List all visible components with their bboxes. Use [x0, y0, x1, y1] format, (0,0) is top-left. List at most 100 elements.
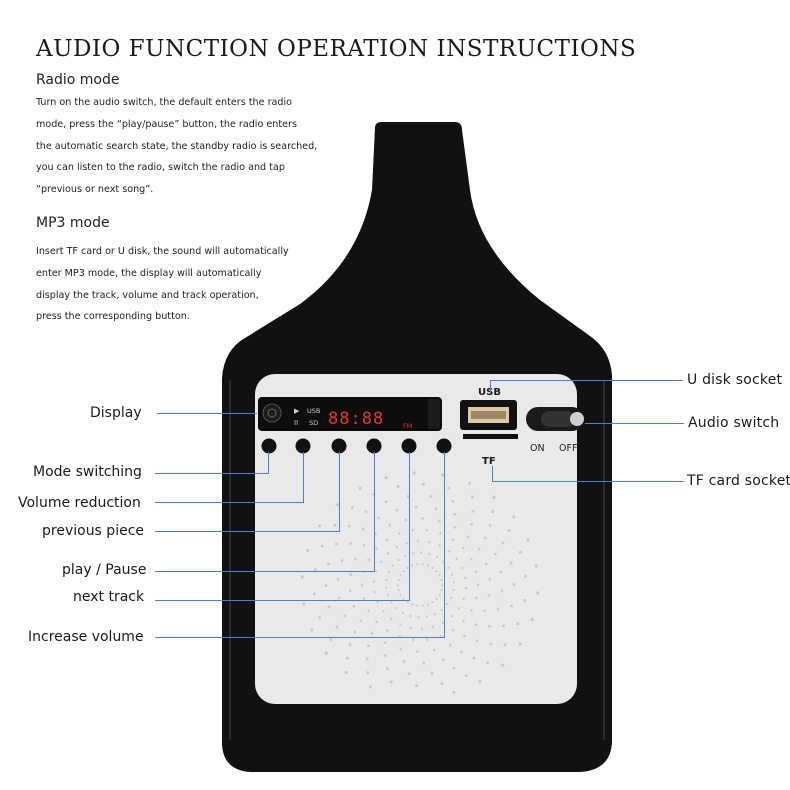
grille-hole: [502, 624, 505, 628]
grille-hole: [397, 578, 400, 582]
grille-hole: [440, 578, 443, 582]
grille-hole: [440, 608, 443, 612]
grille-hole: [435, 570, 438, 573]
grille-hole: [427, 540, 431, 544]
grille-hole: [476, 583, 480, 587]
leader-line-tf-v: [492, 466, 493, 482]
next-button: [401, 438, 417, 454]
volume-up-button: [436, 438, 452, 454]
grille-hole: [402, 660, 406, 663]
grille-hole: [447, 486, 451, 490]
grille-hole: [420, 551, 423, 554]
grille-hole: [391, 564, 394, 567]
grille-hole: [335, 542, 338, 546]
grille-hole: [477, 547, 481, 551]
leader-line-display: [157, 413, 257, 414]
grille-hole: [402, 570, 405, 573]
grille-hole: [462, 620, 465, 623]
grille-hole: [333, 523, 337, 527]
grille-hole: [526, 538, 530, 542]
grille-hole: [450, 596, 453, 599]
tf-label: TF: [482, 456, 496, 467]
grille-hole: [416, 540, 420, 543]
grille-hole: [450, 615, 454, 618]
lcd-pause-icon: II: [294, 419, 298, 427]
grille-hole: [524, 574, 528, 578]
grille-hole: [399, 623, 402, 626]
grille-hole: [358, 486, 362, 490]
grille-hole: [310, 628, 314, 632]
grille-hole: [440, 583, 444, 587]
grille-hole: [300, 575, 304, 579]
mp3-text-line: Insert TF card or U disk, the sound will…: [36, 246, 289, 257]
previous-button: [331, 438, 347, 454]
grille-hole: [405, 541, 409, 545]
grille-hole: [397, 558, 400, 562]
faceplate: [255, 374, 577, 704]
leader-line-vol-up-v: [444, 452, 445, 638]
grille-hole: [329, 637, 333, 642]
lcd-fm-label: FM: [403, 422, 412, 430]
grille-hole: [399, 574, 402, 577]
grille-hole: [379, 560, 383, 563]
grille-hole: [421, 482, 425, 486]
grille-hole: [426, 564, 429, 567]
grille-hole: [488, 578, 492, 581]
grille-hole: [367, 558, 370, 561]
grille-hole: [457, 607, 461, 610]
grille-hole: [518, 550, 522, 554]
grille-hole: [417, 616, 420, 619]
callout-display: Display: [90, 405, 142, 421]
grille-hole: [474, 623, 478, 627]
grille-hole: [435, 555, 439, 559]
grille-hole: [451, 499, 455, 503]
grille-hole: [470, 495, 474, 499]
grille-hole: [452, 690, 456, 694]
grille-hole: [412, 471, 416, 475]
grille-hole: [414, 505, 418, 509]
grille-hole: [337, 596, 341, 600]
lcd-digits: 88:88: [328, 409, 384, 429]
leader-line-usb-v: [490, 380, 491, 392]
grille-hole: [404, 518, 408, 522]
mp3-mode-heading: MP3 mode: [36, 215, 110, 231]
callout-play-pause: play / Pause: [62, 562, 147, 578]
grille-hole: [470, 557, 473, 561]
grille-hole: [362, 543, 366, 547]
grille-hole: [366, 671, 370, 675]
grille-hole: [336, 577, 340, 581]
switch-off-label: OFF: [559, 443, 577, 454]
radio-text-line: the automatic search state, the standby …: [36, 140, 318, 152]
grille-hole: [509, 604, 513, 608]
grille-hole: [496, 607, 500, 611]
grille-hole: [345, 656, 349, 660]
mp3-text-line: press the corresponding button.: [36, 311, 190, 323]
grille-hole: [344, 670, 348, 675]
control-buttons: [261, 438, 452, 454]
grille-hole: [484, 562, 488, 566]
grille-hole: [534, 564, 538, 568]
radio-mode-heading: Radio mode: [36, 72, 120, 88]
grille-hole: [460, 650, 463, 654]
grille-hole: [462, 597, 465, 600]
grille-hole: [395, 508, 399, 512]
grille-hole: [416, 604, 419, 607]
grille-hole: [411, 529, 415, 532]
grille-hole: [468, 481, 472, 485]
grille-hole: [421, 563, 424, 566]
grille-hole: [421, 604, 424, 607]
grille-hole: [411, 638, 415, 641]
grille-hole: [487, 594, 491, 597]
grille-hole: [389, 617, 393, 621]
grille-hole: [501, 541, 505, 545]
grille-hole: [395, 545, 399, 549]
grille-hole: [335, 625, 339, 629]
grille-hole: [464, 576, 467, 580]
callout-volume-reduction: Volume reduction: [18, 495, 141, 511]
leader-line-next: [155, 600, 410, 601]
grille-hole: [404, 554, 407, 557]
grille-hole: [395, 607, 398, 610]
radio-text-line: you can listen to the radio, switch the …: [36, 162, 285, 174]
grille-hole: [384, 586, 388, 589]
